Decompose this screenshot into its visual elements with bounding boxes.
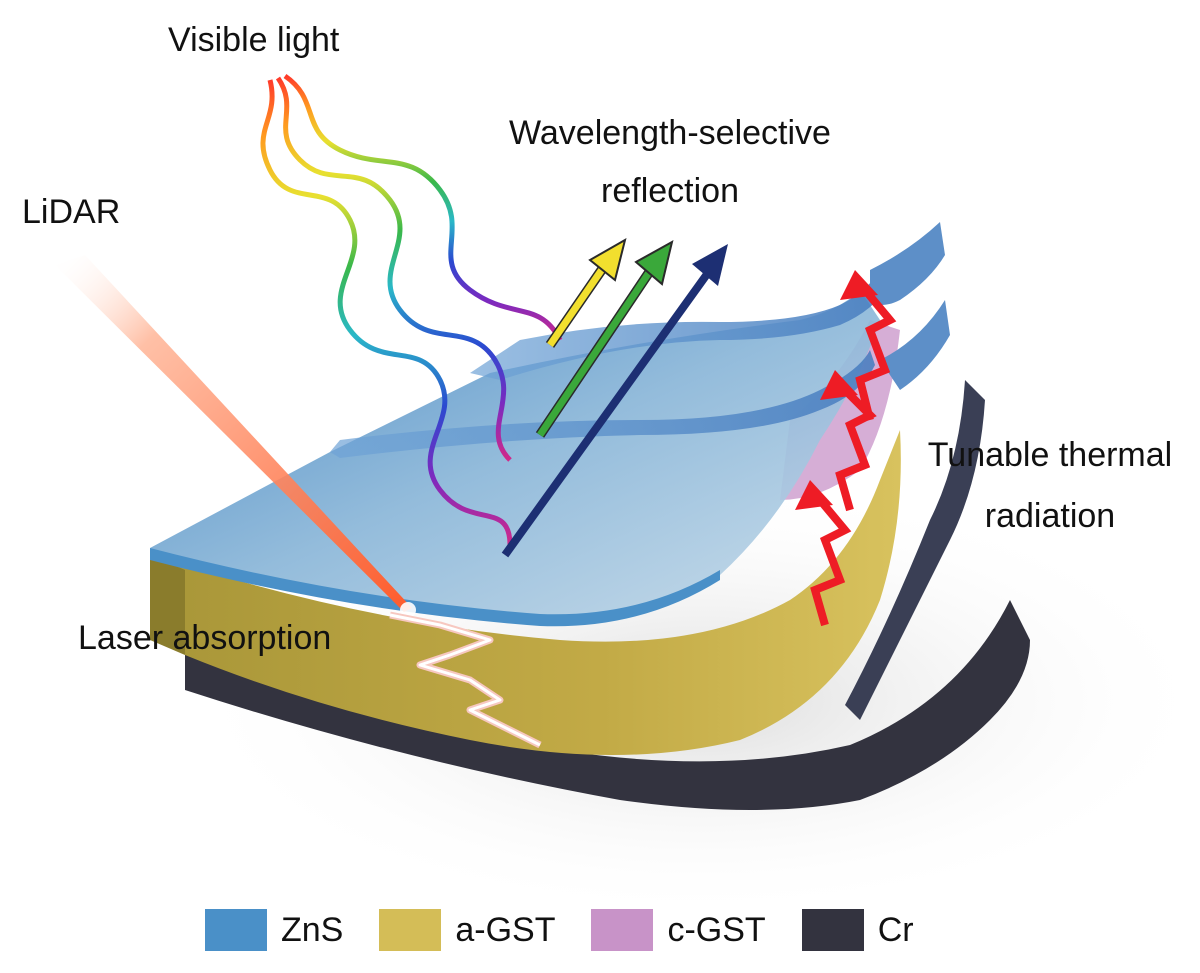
legend-label-c-gst: c-GST bbox=[667, 910, 766, 949]
visible-light-label: Visible light bbox=[168, 21, 340, 59]
reflection-arrowhead-blue bbox=[692, 244, 728, 286]
zns-sheet-lower bbox=[330, 350, 875, 458]
legend-label-zns: ZnS bbox=[281, 910, 344, 949]
legend-swatch-zns bbox=[205, 909, 267, 951]
reflection-label: reflection bbox=[601, 172, 739, 210]
legend-label-cr: Cr bbox=[877, 910, 914, 949]
spark-core bbox=[389, 613, 541, 747]
legend-item-a-gst: a-GST bbox=[379, 909, 555, 951]
reflection-arrow-icon bbox=[501, 267, 714, 558]
reflection-arrowhead-green bbox=[634, 240, 674, 286]
rainbow-wave-icon bbox=[283, 73, 563, 342]
laser-beam-icon bbox=[55, 255, 412, 612]
legend: ZnS a-GST c-GST Cr bbox=[205, 900, 950, 960]
a-gst-layer bbox=[150, 430, 901, 755]
thermal-arrowhead bbox=[795, 480, 833, 510]
legend-item-zns: ZnS bbox=[205, 909, 343, 951]
cr-strip-right bbox=[845, 380, 985, 720]
laser-absorption-label: Laser absorption bbox=[78, 619, 332, 657]
legend-swatch-a-gst bbox=[379, 909, 442, 951]
thermal-arrowhead bbox=[840, 270, 878, 300]
legend-swatch-cr bbox=[801, 909, 864, 951]
lidar-label: LiDAR bbox=[22, 193, 121, 231]
radiation-label: radiation bbox=[984, 497, 1116, 535]
reflection-arrow-yellow-shaft bbox=[547, 263, 608, 347]
zns-top-edge bbox=[150, 548, 720, 627]
reflection-arrow-green-shaft bbox=[537, 266, 655, 437]
legend-item-c-gst: c-GST bbox=[591, 909, 766, 951]
thermal-arrowhead bbox=[820, 370, 858, 400]
legend-item-cr: Cr bbox=[801, 909, 914, 951]
zns-sheet-upper bbox=[470, 268, 888, 380]
rainbow-wave-icon bbox=[275, 76, 512, 462]
rainbow-wave-icon bbox=[260, 79, 513, 546]
wavelength-selective-label: Wavelength-selective bbox=[509, 114, 831, 152]
cr-layer bbox=[185, 600, 1030, 810]
thermal-zigzag-arrow-icon bbox=[810, 287, 897, 627]
zns-flap-middle bbox=[880, 300, 950, 390]
reflection-arrowhead-yellow bbox=[588, 237, 627, 282]
a-gst-front-face bbox=[150, 555, 185, 655]
legend-swatch-c-gst bbox=[591, 909, 654, 951]
legend-label-a-gst: a-GST bbox=[455, 910, 556, 949]
zns-flap-top bbox=[870, 222, 945, 305]
laser-hit-glow bbox=[400, 602, 416, 618]
tunable-thermal-label: Tunable thermal bbox=[927, 436, 1173, 474]
